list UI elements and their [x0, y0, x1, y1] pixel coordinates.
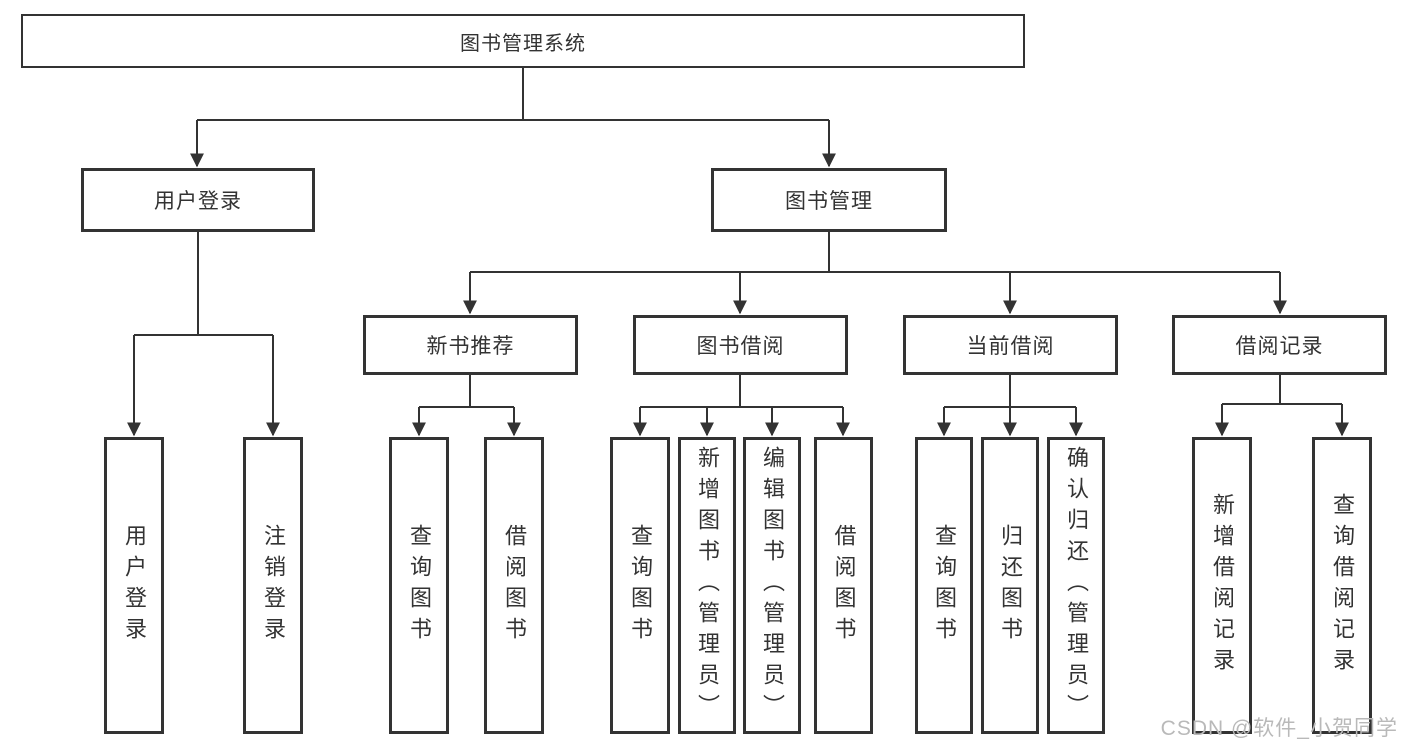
leaf-logout-label: 注销登录	[261, 523, 286, 648]
node-current-borrow: 当前借阅	[903, 315, 1118, 375]
csdn-watermark: CSDN @软件_小贺同学	[1160, 717, 1398, 740]
leaf-edit-book-admin-label: 编辑图书（管理员）	[760, 446, 785, 725]
leaf-return-book: 归还图书	[981, 437, 1039, 734]
leaf-query-book-3: 查询图书	[915, 437, 973, 734]
leaf-query-book-2-label: 查询图书	[628, 523, 653, 648]
leaf-user-login: 用户登录	[104, 437, 164, 734]
leaf-confirm-return-admin: 确认归还（管理员）	[1047, 437, 1105, 734]
leaf-borrow-book-1-label: 借阅图书	[502, 523, 527, 648]
leaf-query-book-2: 查询图书	[610, 437, 670, 734]
node-book-borrow: 图书借阅	[633, 315, 848, 375]
node-root-library-system: 图书管理系统	[21, 14, 1025, 68]
leaf-query-book-1: 查询图书	[389, 437, 449, 734]
node-book-management: 图书管理	[711, 168, 947, 232]
node-root-label: 图书管理系统	[460, 32, 586, 55]
leaf-query-borrow-record-label: 查询借阅记录	[1330, 492, 1355, 679]
node-current-borrow-label: 当前借阅	[966, 335, 1055, 358]
node-new-book-recommend: 新书推荐	[363, 315, 578, 375]
leaf-edit-book-admin: 编辑图书（管理员）	[743, 437, 801, 734]
leaf-add-borrow-record-label: 新增借阅记录	[1210, 492, 1235, 679]
leaf-add-book-admin-label: 新增图书（管理员）	[695, 446, 720, 725]
leaf-query-book-1-label: 查询图书	[407, 523, 432, 648]
leaf-query-book-3-label: 查询图书	[932, 523, 957, 648]
leaf-user-login-label: 用户登录	[122, 523, 147, 648]
leaf-return-book-label: 归还图书	[998, 523, 1023, 648]
leaf-logout: 注销登录	[243, 437, 303, 734]
leaf-confirm-return-admin-label: 确认归还（管理员）	[1064, 446, 1089, 725]
node-book-borrow-label: 图书借阅	[696, 335, 785, 358]
node-user-login-label: 用户登录	[154, 190, 242, 213]
node-book-management-label: 图书管理	[785, 190, 873, 213]
leaf-borrow-book-2: 借阅图书	[814, 437, 873, 734]
node-borrow-record: 借阅记录	[1172, 315, 1387, 375]
node-borrow-record-label: 借阅记录	[1235, 335, 1324, 358]
leaf-add-borrow-record: 新增借阅记录	[1192, 437, 1252, 734]
node-new-book-recommend-label: 新书推荐	[426, 335, 515, 358]
leaf-query-borrow-record: 查询借阅记录	[1312, 437, 1372, 734]
leaf-borrow-book-1: 借阅图书	[484, 437, 544, 734]
leaf-add-book-admin: 新增图书（管理员）	[678, 437, 736, 734]
node-user-login: 用户登录	[81, 168, 315, 232]
leaf-borrow-book-2-label: 借阅图书	[831, 523, 857, 648]
